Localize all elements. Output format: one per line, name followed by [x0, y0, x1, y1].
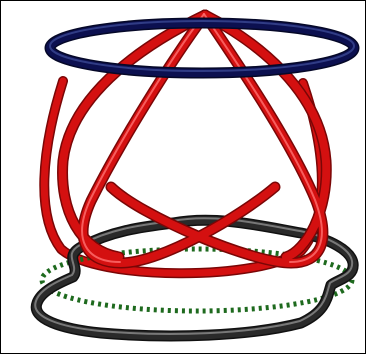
top-ring-group [50, 21, 354, 73]
top-ring [50, 23, 354, 73]
